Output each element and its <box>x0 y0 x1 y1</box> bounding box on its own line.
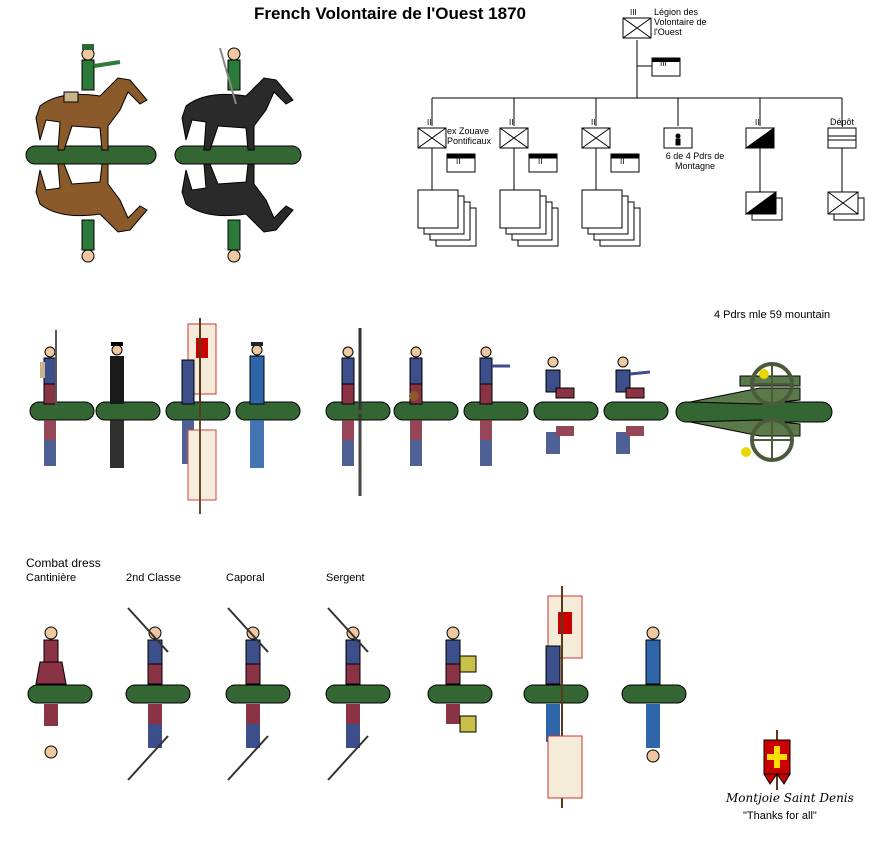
signature-motto: Montjoie Saint Denis <box>726 791 854 805</box>
figure-5 <box>325 328 391 421</box>
unit-rank-1: II <box>427 118 432 127</box>
org-chart-lines <box>431 40 843 192</box>
caporal <box>225 607 291 781</box>
figure-9 <box>603 356 669 421</box>
unit-label-4: 6 de 4 Pdrs de Montagne <box>665 151 725 171</box>
rank-label-2: 2nd Classe <box>126 572 182 584</box>
banner-icon <box>763 730 791 790</box>
unit-label-1: ex Zouave Pontificaux <box>447 126 492 146</box>
org-top-symbol <box>622 17 681 77</box>
infantry-row <box>29 318 669 514</box>
unit-hq-rank-1: II <box>456 157 461 166</box>
figure-7 <box>463 346 529 421</box>
org-battalions <box>417 127 857 173</box>
rank-label-1: Cantinière <box>26 572 77 584</box>
combat-dress-row <box>27 586 687 808</box>
unit-rank-2: II <box>509 118 514 127</box>
org-top-rank: III <box>630 8 637 17</box>
cavalry-1 <box>25 44 157 263</box>
figure-1 <box>29 330 95 421</box>
figure-6 <box>393 346 459 421</box>
org-companies <box>417 189 865 247</box>
artillery-label: 4 Pdrs mle 59 mountain <box>714 309 831 321</box>
signature-thanks: "Thanks for all" <box>743 810 817 822</box>
rank-label-4: Sergent <box>326 572 365 584</box>
2nd-classe <box>125 607 191 781</box>
figure-2 <box>95 342 161 421</box>
cantiniere <box>27 626 93 759</box>
unit-hq-rank-2: II <box>538 157 543 166</box>
org-top-label: Légion des Volontaire de l'Ouest <box>654 7 707 37</box>
officer <box>621 626 687 763</box>
unit-rank-5: II <box>755 118 760 127</box>
section-label: Combat dress <box>26 556 101 570</box>
figure-flag <box>165 318 231 421</box>
standard-bearer <box>523 586 589 808</box>
unit-rank-3: II <box>591 118 596 127</box>
drummer <box>427 626 493 733</box>
mountain-gun <box>675 362 833 462</box>
page-title: French Volontaire de l'Ouest 1870 <box>253 4 527 23</box>
unit-hq-rank-3: II <box>620 157 625 166</box>
cavalry-2 <box>174 47 302 263</box>
rank-label-3: Caporal <box>226 572 265 584</box>
figure-4 <box>235 342 301 421</box>
sergent <box>325 607 391 781</box>
org-hq-rank: III <box>660 59 667 68</box>
figure-8 <box>533 356 599 421</box>
unit-label-6: Dépôt <box>830 117 855 127</box>
